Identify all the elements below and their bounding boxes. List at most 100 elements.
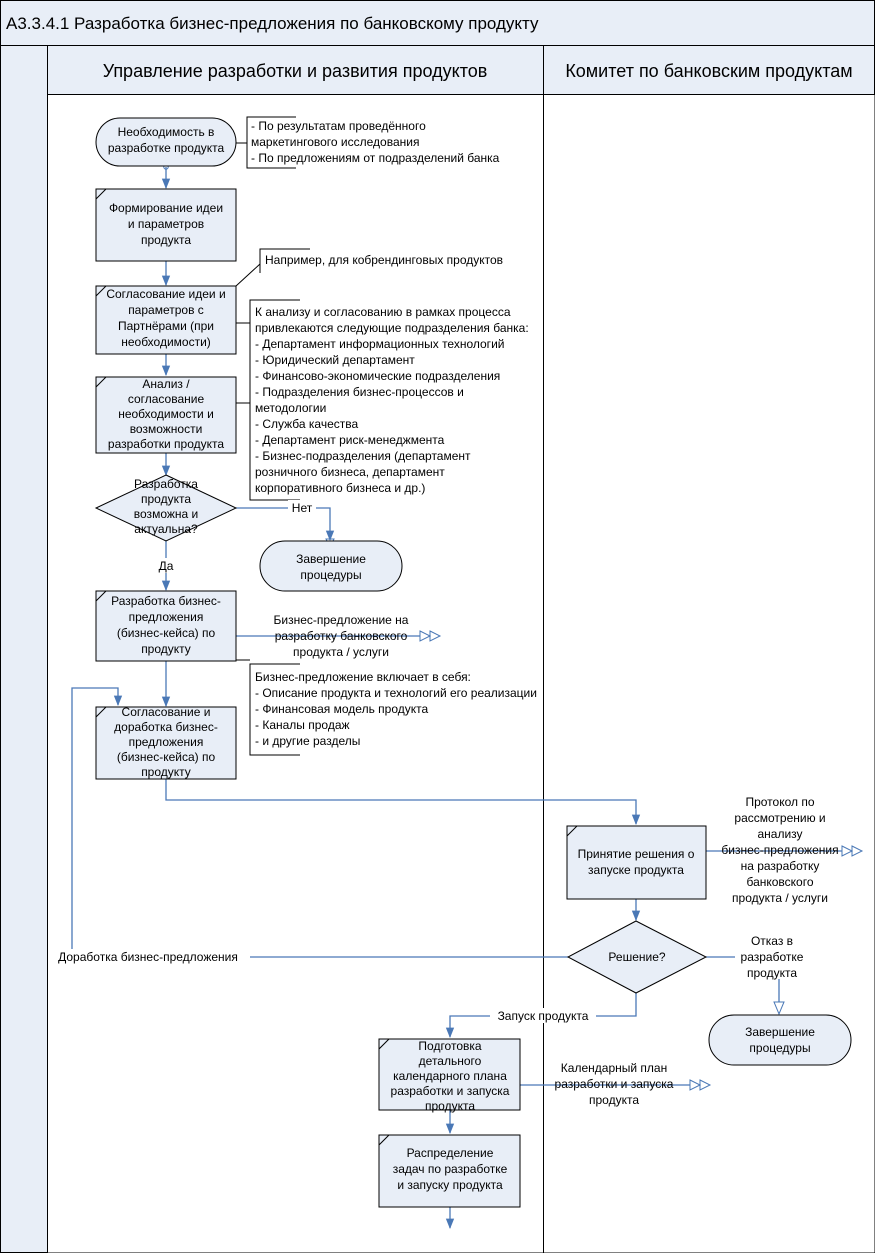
text-line: Подготовка: [418, 1039, 481, 1053]
annotation-brackets: [235, 116, 310, 756]
text-line: Например, для кобрендинговых продуктов: [265, 253, 503, 267]
text-line: разработку банковского: [275, 629, 408, 643]
task-develop-offer-label: Разработка бизнес-предложения (бизнес-кей…: [111, 594, 221, 656]
text-line: Отказ в: [751, 934, 793, 948]
text-line: банковского: [746, 875, 813, 889]
text-line: Распределение: [407, 1146, 494, 1160]
text-line: Бизнес-предложение включает в себя:: [255, 670, 471, 684]
text-line: К анализу и согласованию в рамках процес…: [255, 305, 511, 319]
text-line: процедуры: [749, 1041, 810, 1055]
text-line: процедуры: [300, 568, 361, 582]
end2-arrow: [773, 1001, 785, 1016]
text-line: - Юридический департамент: [255, 353, 415, 367]
left-rail: [0, 45, 48, 1253]
edge-label-rework: Доработка бизнес-предложения: [58, 950, 238, 964]
text-line: разработки и запуска: [555, 1077, 674, 1091]
text-line: задач по разработке: [393, 1162, 508, 1176]
text-line: предложения: [129, 610, 204, 624]
note-departments: К анализу и согласованию в рамках процес…: [255, 305, 529, 495]
text-line: (бизнес-кейса) по: [117, 750, 216, 764]
edge-agree-committee: [165, 779, 641, 826]
text-line: привлекаются следующие подразделения бан…: [255, 321, 529, 335]
text-line: - Описание продукта и технологий его реа…: [255, 686, 537, 700]
text-line: анализу: [757, 827, 802, 841]
text-line: - По результатам проведённого: [251, 119, 426, 133]
text-line: параметров с: [128, 303, 204, 317]
text-line: разработки продукта: [108, 437, 224, 451]
text-line: - Бизнес-подразделения (департамент: [255, 449, 471, 463]
text-line: запуске продукта: [588, 863, 684, 877]
text-line: разработки и запуска: [391, 1084, 510, 1098]
lane-header-products: Управление разработки и развития продукт…: [103, 61, 488, 81]
text-line: Разработка бизнес-: [111, 594, 221, 608]
task-develop-offer: Разработка бизнес-предложения (бизнес-кей…: [95, 590, 237, 662]
text-line: - и другие разделы: [255, 734, 360, 748]
text-line: розничного бизнеса, департамент: [255, 465, 445, 479]
text-line: - Финансовая модель продукта: [255, 702, 428, 716]
text-line: продукта / услуги: [293, 645, 389, 659]
text-line: Необходимость в: [118, 125, 215, 139]
text-line: необходимости): [121, 335, 211, 349]
text-line: Календарный план: [561, 1061, 667, 1075]
text-line: Решение?: [608, 950, 665, 964]
text-line: продукта: [141, 492, 191, 506]
text-line: корпоративного бизнеса и др.): [255, 481, 425, 495]
text-line: календарного плана: [393, 1069, 507, 1083]
task-distribute: Распределение задач по разработке и запуск…: [378, 1134, 521, 1208]
text-line: бизнес-предложения: [721, 843, 838, 857]
text-line: необходимости и: [118, 407, 214, 421]
text-line: продукта: [589, 1093, 639, 1107]
text-line: согласование: [128, 392, 205, 406]
text-line: - Служба качества: [255, 417, 358, 431]
text-line: возможности: [130, 422, 203, 436]
gateway-decision-label: Решение?: [608, 950, 665, 964]
note-partners-example: Например, для кобрендинговых продуктов: [265, 253, 503, 267]
lane-header-bar: [0, 45, 875, 95]
text-line: рассмотрению и: [734, 811, 825, 825]
plan-output-arrow: [689, 1079, 712, 1091]
text-line: (бизнес-кейса) по: [117, 626, 216, 640]
text-line: возможна и: [134, 507, 198, 521]
text-line: продукта: [141, 233, 191, 247]
text-line: Формирование идеи: [109, 201, 223, 215]
text-line: Разработка: [134, 477, 198, 491]
text-line: - Департамент риск-менеджмента: [255, 433, 445, 447]
text-line: доработка бизнес-: [114, 720, 218, 734]
offer-output-arrow: [419, 630, 442, 642]
text-line: Партнёрами (при: [118, 319, 214, 333]
text-line: продукта: [747, 966, 797, 980]
text-line: актуальна?: [134, 522, 198, 536]
text-line: продукта: [425, 1099, 475, 1113]
diagram-title: A3.3.4.1 Разработка бизнес-предложения п…: [6, 14, 539, 33]
text-line: продукта / услуги: [732, 891, 828, 905]
text-line: - По предложениям от подразделений банка: [251, 151, 500, 165]
text-line: продукту: [141, 765, 191, 779]
text-line: - Каналы продаж: [255, 718, 350, 732]
text-line: - Финансово-экономические подразделения: [255, 369, 500, 383]
output-plan-label: Календарный план разработки и запуска прод…: [555, 1061, 674, 1107]
text-line: на разработку: [741, 859, 820, 873]
edge-label-refuse: Отказ в разработке продукта: [741, 934, 804, 980]
text-line: разработке: [741, 950, 804, 964]
text-line: и запуску продукта: [397, 1178, 503, 1192]
title-bar: [0, 0, 875, 46]
text-line: - Подразделения бизнес-процессов и: [255, 385, 464, 399]
edge-label-no: Нет: [292, 501, 313, 515]
flow-lines: [71, 164, 842, 1230]
text-line: и параметров: [128, 217, 204, 231]
